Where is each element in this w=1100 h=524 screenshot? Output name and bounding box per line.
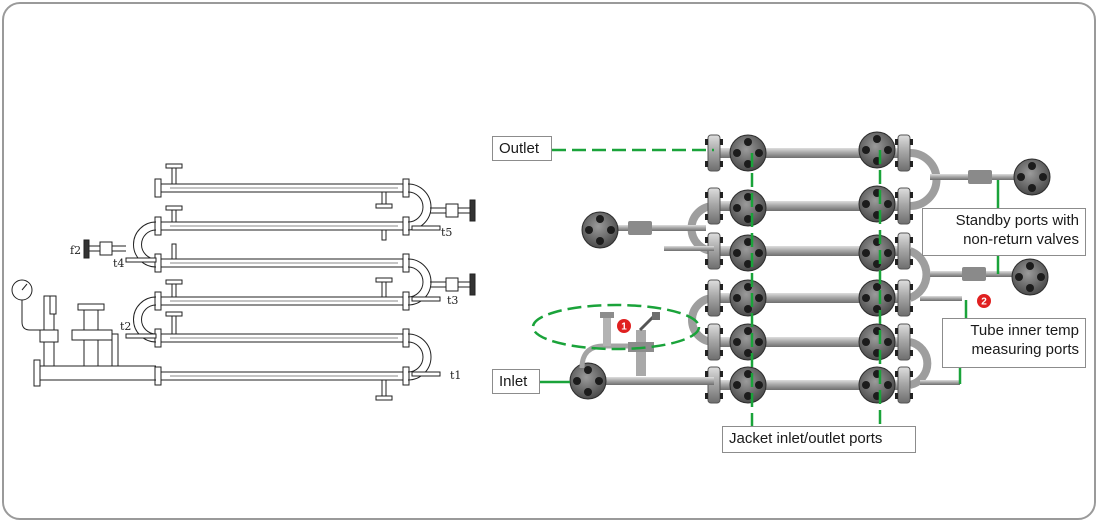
callout-outlet-text: Outlet bbox=[499, 140, 540, 157]
callout-standby-line2: non-return valves bbox=[963, 231, 1079, 248]
photo-standby-valves bbox=[581, 158, 1051, 296]
schematic-left-valve bbox=[83, 239, 126, 259]
callout-jacket-ports: Jacket inlet/outlet ports bbox=[722, 426, 916, 453]
svg-text:1: 1 bbox=[621, 322, 627, 333]
leader-lines bbox=[531, 148, 1000, 426]
label-t1: t1 bbox=[450, 369, 461, 382]
schematic-probes bbox=[125, 225, 441, 377]
callout-inlet-text: Inlet bbox=[499, 373, 528, 390]
photo-tubes bbox=[720, 148, 900, 390]
callout-jacket-text: Jacket inlet/outlet ports bbox=[729, 430, 883, 447]
callout-tube-temp-line1: Tube inner temp bbox=[970, 322, 1079, 339]
callout-tube-temp-line2: measuring ports bbox=[971, 341, 1079, 358]
callout-standby-line1: Standby ports with bbox=[955, 212, 1079, 229]
callout-tube-temp-ports: Tube inner temp measuring ports bbox=[942, 318, 1086, 368]
schematic-nozzles bbox=[165, 163, 393, 401]
schematic-pipes bbox=[160, 183, 404, 381]
label-t5: t5 bbox=[441, 226, 452, 239]
svg-text:2: 2 bbox=[981, 297, 987, 308]
photo-temp-probes bbox=[664, 246, 962, 385]
callout-inlet: Inlet bbox=[492, 369, 540, 394]
schematic-right-valves bbox=[430, 199, 476, 296]
photo-jacket-flanges bbox=[729, 131, 896, 404]
callout-standby-ports: Standby ports with non-return valves bbox=[922, 208, 1086, 256]
label-t3: t3 bbox=[447, 294, 458, 307]
callout-outlet: Outlet bbox=[492, 136, 552, 161]
label-t2: t2 bbox=[120, 320, 131, 333]
schematic-inlet-assembly bbox=[11, 279, 156, 387]
label-f2: f2 bbox=[70, 244, 81, 257]
label-t4: t4 bbox=[113, 257, 124, 270]
badge-2: 2 bbox=[977, 294, 991, 308]
badge-1: 1 bbox=[617, 319, 631, 333]
